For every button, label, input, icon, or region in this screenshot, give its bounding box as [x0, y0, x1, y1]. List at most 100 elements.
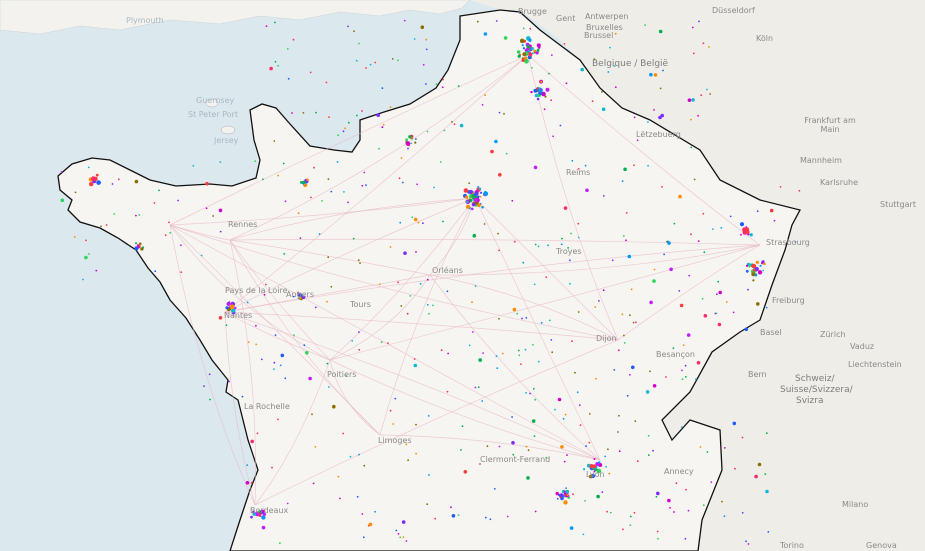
- label-karlsruhe: Karlsruhe: [820, 178, 859, 187]
- data-point: [381, 126, 384, 129]
- label-torino: Torino: [780, 541, 804, 550]
- data-point: [394, 397, 397, 400]
- data-point: [398, 177, 401, 180]
- data-point: [579, 424, 582, 426]
- data-point: [629, 524, 632, 526]
- data-point: [200, 254, 203, 257]
- data-point: [314, 446, 317, 448]
- data-point: [255, 511, 259, 515]
- data-point: [732, 421, 737, 426]
- data-point: [401, 181, 404, 184]
- data-point: [607, 71, 610, 73]
- data-point: [450, 506, 452, 509]
- data-point: [302, 112, 305, 114]
- data-point: [482, 352, 484, 354]
- data-point: [405, 138, 408, 142]
- data-point: [481, 103, 484, 106]
- data-point: [463, 188, 469, 193]
- data-point: [283, 253, 286, 255]
- data-point: [625, 239, 627, 242]
- data-point: [313, 166, 315, 169]
- data-point: [702, 42, 705, 45]
- data-point: [443, 129, 446, 132]
- data-point: [265, 283, 267, 286]
- road-network: [169, 54, 761, 506]
- data-point: [617, 349, 620, 352]
- data-point: [305, 351, 309, 355]
- label-bordeaux: Bordeaux: [250, 506, 289, 515]
- data-point: [164, 234, 167, 237]
- data-point: [769, 208, 774, 213]
- data-point: [282, 162, 285, 165]
- data-point: [205, 181, 209, 186]
- data-point: [554, 408, 556, 411]
- label-reims: Reims: [566, 168, 591, 177]
- data-point: [286, 502, 289, 505]
- data-point: [192, 164, 195, 167]
- data-point: [325, 81, 328, 84]
- road-line: [169, 224, 256, 506]
- label-koln: Köln: [756, 34, 774, 43]
- label-larochelle: La Rochelle: [244, 402, 290, 411]
- data-point: [168, 221, 170, 224]
- data-point: [395, 529, 398, 532]
- data-point: [426, 278, 429, 281]
- data-point: [273, 361, 276, 364]
- data-point: [531, 419, 536, 423]
- data-point: [405, 443, 408, 446]
- data-point: [525, 317, 528, 319]
- data-point: [292, 38, 295, 41]
- data-point: [563, 206, 568, 210]
- label-annecy: Annecy: [664, 467, 694, 476]
- data-point: [413, 38, 416, 40]
- data-point: [522, 47, 526, 50]
- data-point: [495, 355, 498, 357]
- data-point: [667, 498, 671, 503]
- data-point: [425, 38, 428, 41]
- data-point: [678, 290, 681, 292]
- data-point: [748, 265, 751, 268]
- road-line: [429, 274, 619, 341]
- data-point: [662, 69, 664, 72]
- label-poitiers: Poitiers: [327, 370, 357, 379]
- data-point: [328, 116, 330, 118]
- data-point: [306, 178, 309, 182]
- road-line: [429, 244, 761, 276]
- label-zurich: Zürich: [820, 330, 846, 339]
- road-line: [527, 54, 761, 246]
- data-point: [403, 251, 407, 255]
- road-line: [169, 54, 529, 226]
- label-frankfurt: Frankfurt am Main: [804, 116, 856, 134]
- data-point: [751, 272, 756, 277]
- data-point: [621, 180, 624, 183]
- data-point: [630, 288, 633, 291]
- data-point: [411, 216, 414, 219]
- data-point: [342, 130, 345, 133]
- data-point: [363, 464, 366, 467]
- data-point: [692, 52, 695, 55]
- data-point: [592, 464, 597, 469]
- data-point: [661, 186, 663, 188]
- road-line: [329, 197, 476, 361]
- data-point: [153, 202, 156, 204]
- data-point: [564, 413, 567, 416]
- data-point: [565, 490, 569, 494]
- data-point: [474, 386, 477, 389]
- data-point: [134, 179, 139, 184]
- label-paysdelaloire: Pays de la Loire: [225, 286, 288, 295]
- label-suisse: Suisse/Svizzera/: [780, 385, 853, 395]
- label-mannheim: Mannheim: [800, 156, 842, 165]
- data-point: [302, 180, 306, 184]
- data-point: [428, 474, 430, 476]
- data-point: [484, 190, 486, 193]
- data-point: [566, 454, 568, 456]
- road-line: [229, 238, 761, 246]
- data-point: [680, 426, 683, 428]
- data-point: [529, 27, 532, 30]
- data-point: [763, 262, 766, 266]
- data-point: [287, 77, 290, 80]
- data-point: [629, 373, 631, 376]
- data-point: [535, 51, 539, 55]
- data-point: [734, 467, 736, 470]
